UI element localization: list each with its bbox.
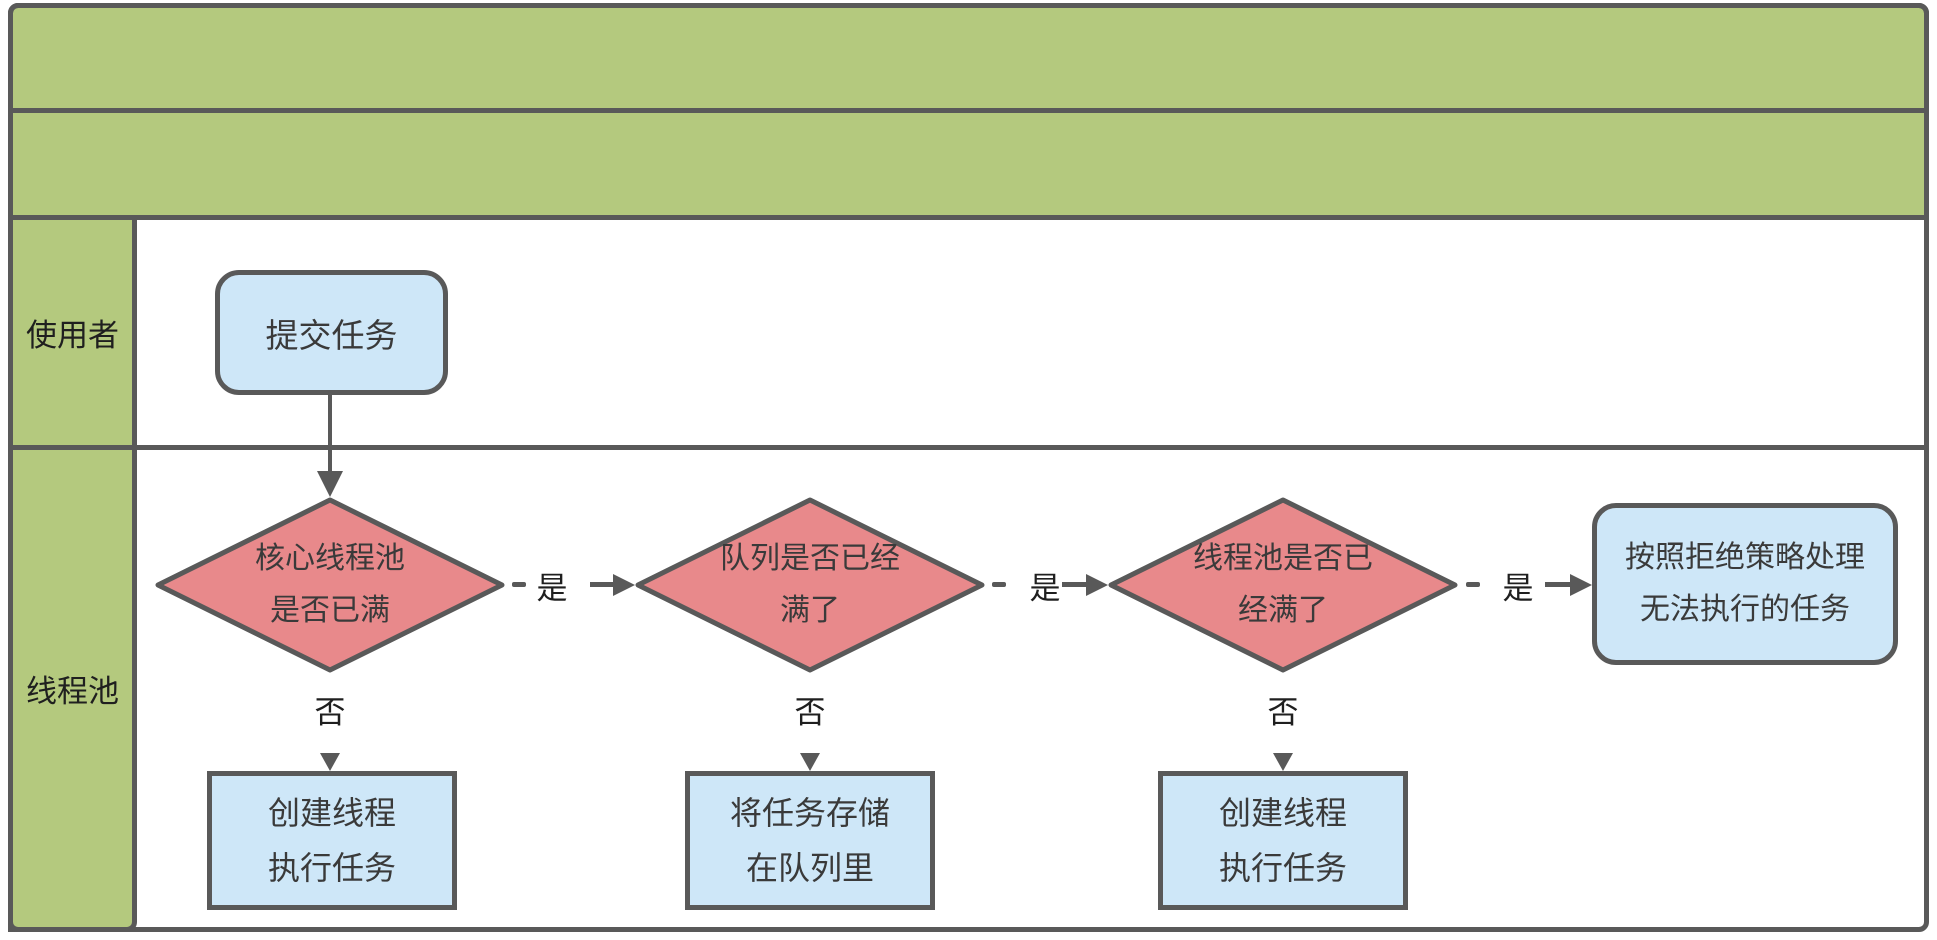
edge-no-3-label: 否 <box>1261 690 1305 731</box>
lane-label-threadpool: 线程池 <box>8 445 137 932</box>
edge-submit-to-decision1 <box>328 395 332 472</box>
action2-line1: 将任务存储 <box>729 794 890 831</box>
action-create-thread-2: 创建线程 执行任务 <box>1158 771 1408 910</box>
yes-text: 是 <box>1029 570 1061 607</box>
decision2-line1: 队列是否已经 <box>720 542 900 575</box>
start-node-submit-task: 提交任务 <box>215 270 448 395</box>
no-text: 否 <box>314 694 346 731</box>
decision2-line2: 满了 <box>780 594 840 627</box>
lane-divider <box>132 445 1929 450</box>
arrowhead-right-3 <box>1570 574 1592 596</box>
decision-core-pool-full-text: 核心线程池 是否已满 <box>155 497 505 673</box>
arrowhead-down-1 <box>317 471 343 497</box>
start-node-label: 提交任务 <box>265 316 398 354</box>
action3-line1: 创建线程 <box>1218 794 1347 831</box>
action1-line2: 执行任务 <box>267 849 396 886</box>
diamond-shape <box>155 497 505 673</box>
edge-no-2-label: 否 <box>788 690 832 731</box>
yes-text: 是 <box>536 570 568 607</box>
action-store-in-queue: 将任务存储 在队列里 <box>685 771 935 910</box>
reject-policy-node: 按照拒绝策略处理 无法执行的任务 <box>1592 503 1898 665</box>
lane-label-user-text: 使用者 <box>26 318 119 353</box>
edge-yes-1-dash <box>512 582 526 587</box>
swimlane-header-band-1 <box>8 3 1929 113</box>
edge-yes-2-line <box>1062 582 1087 587</box>
no-text: 否 <box>794 694 826 731</box>
action2-line2: 在队列里 <box>745 849 874 886</box>
decision1-line1: 核心线程池 <box>255 542 405 575</box>
decision-core-pool-full: 核心线程池 是否已满 <box>155 497 505 673</box>
edge-yes-1-line <box>590 582 615 587</box>
decision-pool-full: 线程池是否已 经满了 <box>1108 497 1458 673</box>
diamond-shape <box>1108 497 1458 673</box>
action3-line2: 执行任务 <box>1218 849 1347 886</box>
decision3-line2: 经满了 <box>1238 594 1328 627</box>
decision1-line2: 是否已满 <box>270 594 390 627</box>
no-text: 否 <box>1267 694 1299 731</box>
arrowhead-down-4 <box>1273 753 1293 771</box>
edge-yes-3-line <box>1545 582 1570 587</box>
action-create-thread-1: 创建线程 执行任务 <box>207 771 457 910</box>
edge-yes-1-label: 是 <box>530 566 574 607</box>
reject-line2: 无法执行的任务 <box>1640 593 1850 626</box>
arrowhead-right-1 <box>613 574 635 596</box>
yes-text: 是 <box>1502 570 1534 607</box>
arrowhead-right-2 <box>1086 574 1108 596</box>
decision3-line1: 线程池是否已 <box>1193 542 1373 575</box>
edge-yes-2-label: 是 <box>1023 566 1067 607</box>
arrowhead-down-2 <box>320 753 340 771</box>
decision-pool-full-text: 线程池是否已 经满了 <box>1108 497 1458 673</box>
edge-yes-3-dash <box>1466 582 1480 587</box>
lane-label-user: 使用者 <box>8 215 137 450</box>
edge-yes-3-label: 是 <box>1496 566 1540 607</box>
edge-no-1-label: 否 <box>308 690 352 731</box>
edge-yes-2-dash <box>992 582 1006 587</box>
swimlane-header-band-2 <box>8 108 1929 220</box>
decision-queue-full-text: 队列是否已经 满了 <box>635 497 985 673</box>
action1-line1: 创建线程 <box>267 794 396 831</box>
reject-line1: 按照拒绝策略处理 <box>1625 541 1865 574</box>
lane-label-threadpool-text: 线程池 <box>26 674 119 709</box>
diamond-shape <box>635 497 985 673</box>
decision-queue-full: 队列是否已经 满了 <box>635 497 985 673</box>
arrowhead-down-3 <box>800 753 820 771</box>
